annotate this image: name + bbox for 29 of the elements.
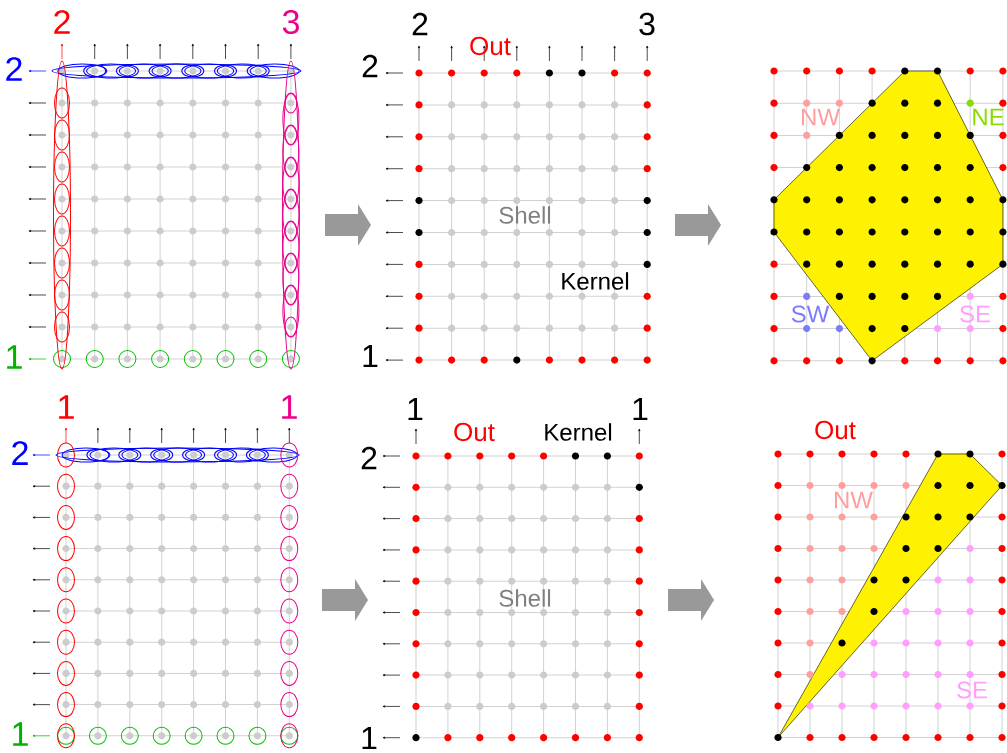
index-number: 2 [6, 57, 22, 81]
index-number: 3 [639, 12, 655, 36]
region-label: NE [973, 108, 1004, 126]
region-label: Shell [499, 589, 551, 607]
index-number: 2 [12, 441, 28, 465]
index-number: 2 [54, 10, 70, 34]
region-label: Kernel [545, 423, 612, 441]
index-number: 1 [362, 727, 377, 749]
region-label: Out [815, 420, 856, 440]
index-number: 2 [412, 12, 428, 36]
region-label: SE [960, 305, 990, 323]
region-label: Kernel [562, 272, 629, 290]
region-label: Out [454, 422, 495, 442]
index-number: 1 [7, 345, 22, 369]
index-number: 1 [59, 395, 74, 419]
index-number: 1 [633, 398, 648, 420]
region-label: SW [791, 305, 830, 323]
index-number: 1 [282, 395, 297, 419]
index-number: 1 [13, 722, 28, 746]
region-label: NW [802, 108, 840, 126]
index-number: 1 [363, 345, 378, 367]
region-label: Shell [499, 206, 551, 224]
index-number: 1 [408, 398, 423, 420]
index-number: 3 [282, 9, 299, 35]
region-label: NW [835, 491, 873, 509]
region-label: Out [470, 36, 511, 56]
region-label: SE [957, 681, 987, 699]
index-number: 2 [362, 54, 378, 78]
index-number: 2 [361, 446, 377, 470]
